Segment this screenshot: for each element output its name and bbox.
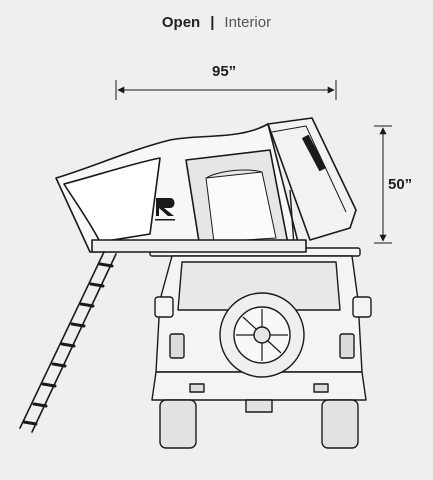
view-header: Open | Interior bbox=[0, 14, 433, 31]
view-label-separator: | bbox=[210, 14, 215, 31]
tent-body bbox=[55, 117, 357, 253]
view-label-interior[interactable]: Interior bbox=[224, 14, 272, 31]
brand-logo-icon bbox=[155, 198, 175, 221]
ladder bbox=[19, 251, 117, 433]
width-dimension-line bbox=[115, 80, 337, 100]
width-dimension-label: 95” bbox=[212, 63, 237, 80]
height-dimension-line bbox=[374, 125, 392, 244]
vehicle-rear-view bbox=[149, 247, 372, 449]
height-dimension-label: 50” bbox=[388, 176, 413, 193]
view-label-open[interactable]: Open bbox=[161, 14, 201, 31]
